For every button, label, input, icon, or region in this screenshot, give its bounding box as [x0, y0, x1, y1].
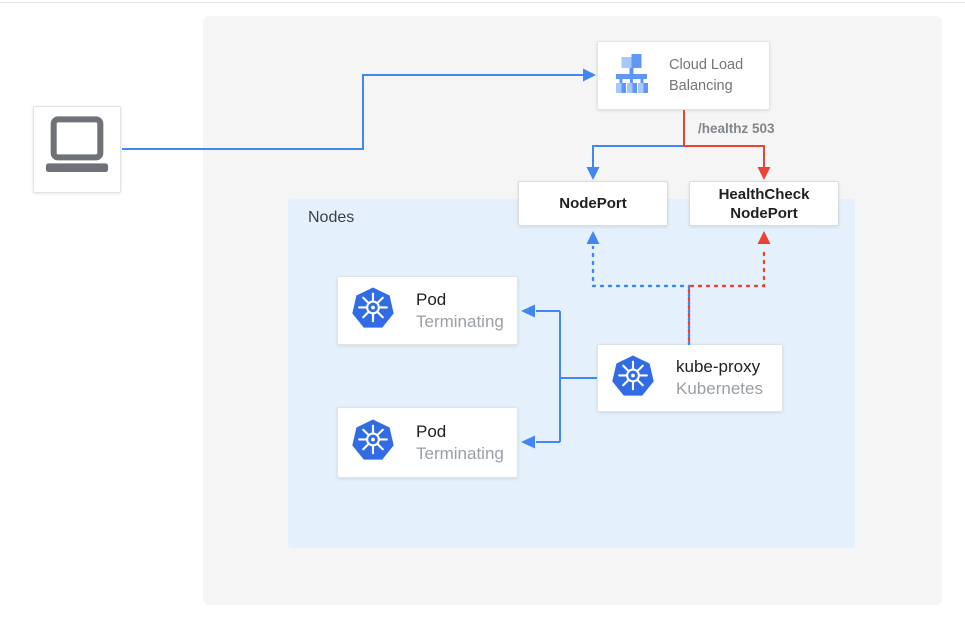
- kube-proxy-card: kube-proxy Kubernetes: [597, 344, 783, 412]
- nodeport-label: NodePort: [559, 195, 627, 212]
- healthcheck-nodeport-card: HealthCheck NodePort: [689, 181, 839, 226]
- client-card: [33, 106, 121, 193]
- load-balancer-icon: [611, 53, 655, 98]
- kube-proxy-title: kube-proxy: [676, 357, 761, 376]
- nodeport-card: NodePort: [518, 181, 668, 226]
- healthz-status-label: /healthz 503: [698, 121, 775, 136]
- pod-2-title: Pod: [416, 421, 447, 441]
- kubernetes-icon: [352, 419, 394, 466]
- kubernetes-icon: [612, 355, 654, 402]
- cloud-load-balancing-card: Cloud Load Balancing: [597, 41, 770, 110]
- nodes-group-label: Nodes: [308, 209, 355, 226]
- pod-2-card: Pod Terminating: [337, 407, 518, 478]
- pod-1-status: Terminating: [416, 311, 504, 331]
- top-divider: [0, 2, 965, 3]
- kube-proxy-subtitle: Kubernetes: [676, 379, 763, 398]
- pod-1-card: Pod Terminating: [337, 276, 518, 345]
- laptop-icon: [39, 115, 115, 184]
- pod-1-title: Pod: [416, 289, 447, 309]
- pod-2-status: Terminating: [416, 443, 504, 463]
- healthcheck-nodeport-label: HealthCheck NodePort: [718, 185, 810, 222]
- kubernetes-icon: [352, 287, 394, 334]
- cloud-load-balancing-label: Cloud Load Balancing: [669, 56, 744, 94]
